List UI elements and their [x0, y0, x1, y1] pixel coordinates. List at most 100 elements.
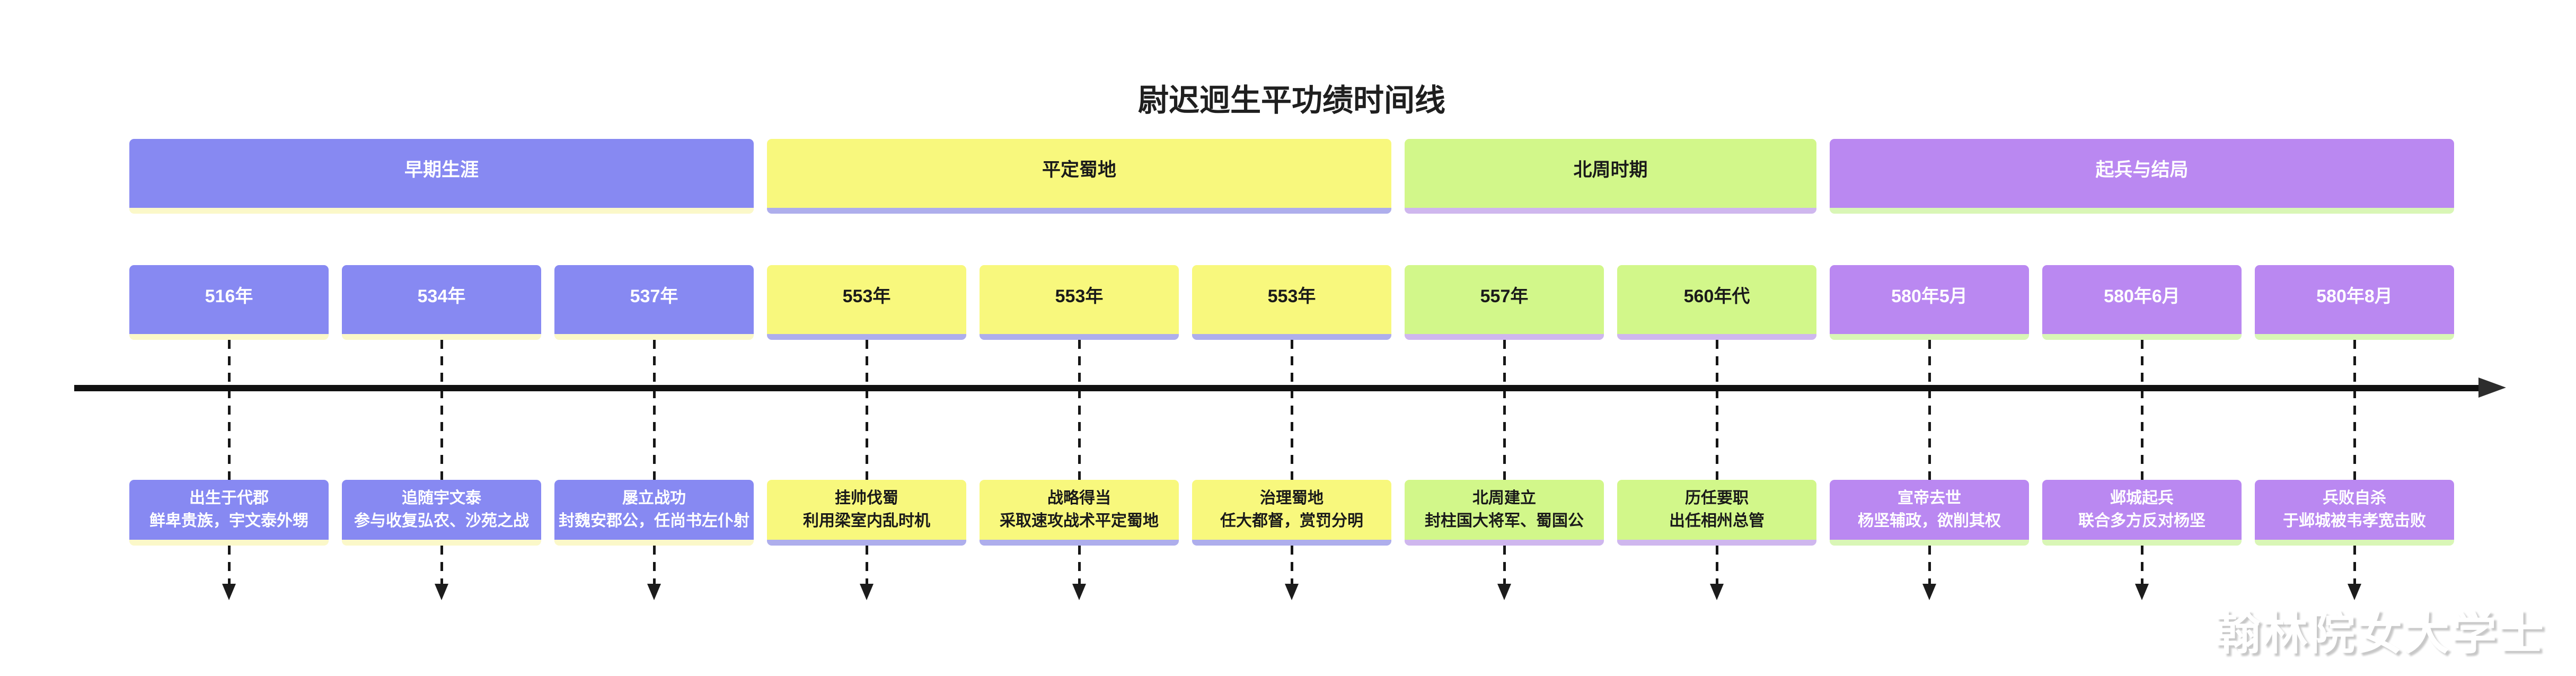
event-box: 北周建立 封柱国大将军、蜀国公	[1405, 480, 1604, 546]
year-row: 516年 534年 537年 553年 553年 553年 557年 560年代…	[129, 265, 2454, 340]
year-box: 580年6月	[2042, 265, 2242, 340]
year-label: 557年	[1480, 286, 1529, 306]
event-title: 挂帅伐蜀	[835, 489, 898, 507]
page-title: 尉迟迥生平功绩时间线	[1137, 83, 1445, 118]
event-box: 挂帅伐蜀 利用梁室内乱时机	[767, 480, 966, 546]
event-title: 屡立战功	[622, 489, 686, 507]
year-label: 537年	[630, 286, 678, 306]
year-label: 580年8月	[2316, 286, 2393, 306]
dashed-connector	[865, 546, 868, 584]
down-arrowhead-icon	[2348, 584, 2361, 600]
down-arrowhead-icon	[222, 584, 236, 600]
down-arrowhead-icon	[1285, 584, 1299, 600]
event-title: 历任要职	[1685, 489, 1749, 507]
dashed-connector	[1078, 340, 1081, 480]
event-detail: 于邺城被韦孝宽击败	[2283, 512, 2426, 530]
event-box: 历任要职 出任相州总管	[1617, 480, 1816, 546]
event-detail: 鲜卑贵族，宇文泰外甥	[149, 512, 308, 530]
dashed-connector	[440, 546, 443, 584]
down-arrowhead-icon	[860, 584, 874, 600]
year-label: 560年代	[1683, 286, 1750, 306]
dashed-connector	[2353, 340, 2356, 480]
section-header-early-career: 早期生涯	[129, 139, 754, 214]
event-detail: 杨坚辅政，欲削其权	[1858, 512, 2001, 530]
event-box: 屡立战功 封魏安郡公，任尚书左仆射	[554, 480, 754, 546]
event-detail: 采取速攻战术平定蜀地	[1000, 512, 1159, 530]
section-header-label: 平定蜀地	[1042, 159, 1116, 180]
dashed-connector	[227, 340, 231, 480]
event-box: 出生于代郡 鲜卑贵族，宇文泰外甥	[129, 480, 329, 546]
year-box: 553年	[767, 265, 966, 340]
year-box: 516年	[129, 265, 329, 340]
event-box: 邺城起兵 联合多方反对杨坚	[2042, 480, 2242, 546]
year-box: 580年8月	[2255, 265, 2454, 340]
dashed-connector	[1078, 546, 1081, 584]
section-header-pacify-shu: 平定蜀地	[767, 139, 1391, 214]
connector-row-bottom	[129, 546, 2454, 604]
down-arrowhead-icon	[2135, 584, 2149, 600]
year-label: 553年	[842, 286, 891, 306]
year-box: 553年	[1192, 265, 1391, 340]
event-detail: 任大都督，赏罚分明	[1220, 512, 1363, 530]
event-box: 兵败自杀 于邺城被韦孝宽击败	[2255, 480, 2454, 546]
down-arrowhead-icon	[1497, 584, 1511, 600]
event-detail: 封魏安郡公，任尚书左仆射	[559, 512, 749, 530]
dashed-connector	[2140, 546, 2143, 584]
event-detail: 封柱国大将军、蜀国公	[1425, 512, 1584, 530]
event-box: 战略得当 采取速攻战术平定蜀地	[980, 480, 1179, 546]
event-title: 北周建立	[1472, 489, 1536, 507]
dashed-connector	[1503, 340, 1506, 480]
year-label: 534年	[417, 286, 466, 306]
dashed-connector	[652, 546, 656, 584]
dashed-connector	[227, 546, 231, 584]
dashed-connector	[1715, 546, 1718, 584]
year-box: 534年	[342, 265, 541, 340]
event-title: 出生于代郡	[189, 489, 269, 507]
event-detail: 参与收复弘农、沙苑之战	[354, 512, 529, 530]
down-arrowhead-icon	[1922, 584, 1936, 600]
dashed-connector	[865, 340, 868, 480]
dashed-connector	[1715, 340, 1718, 480]
event-box: 追随宇文泰 参与收复弘农、沙苑之战	[342, 480, 541, 546]
dashed-connector	[1928, 546, 1931, 584]
year-label: 516年	[205, 286, 253, 306]
event-row: 出生于代郡 鲜卑贵族，宇文泰外甥 追随宇文泰 参与收复弘农、沙苑之战 屡立战功 …	[129, 480, 2454, 546]
year-label: 553年	[1055, 286, 1104, 306]
year-box: 580年5月	[1830, 265, 2029, 340]
year-label: 580年5月	[1891, 286, 1968, 306]
year-label: 553年	[1267, 286, 1316, 306]
section-header-uprising-end: 起兵与结局	[1830, 139, 2454, 214]
event-box: 宣帝去世 杨坚辅政，欲削其权	[1830, 480, 2029, 546]
section-header-northern-zhou: 北周时期	[1405, 139, 1816, 214]
dashed-connector	[1290, 340, 1293, 480]
event-box: 治理蜀地 任大都督，赏罚分明	[1192, 480, 1391, 546]
event-detail: 出任相州总管	[1669, 512, 1765, 530]
down-arrowhead-icon	[1710, 584, 1724, 600]
section-header-row: 早期生涯 平定蜀地 北周时期 起兵与结局	[129, 139, 2454, 214]
section-header-label: 北周时期	[1573, 159, 1648, 180]
event-title: 追随宇文泰	[402, 489, 481, 507]
event-title: 兵败自杀	[2323, 489, 2386, 507]
event-title: 宣帝去世	[1898, 489, 1961, 507]
event-title: 战略得当	[1047, 489, 1111, 507]
dashed-connector	[1503, 546, 1506, 584]
timeline-axis	[74, 385, 2481, 391]
dashed-connector	[1928, 340, 1931, 480]
year-label: 580年6月	[2104, 286, 2180, 306]
dashed-connector	[652, 340, 656, 480]
connector-row-top	[129, 340, 2454, 480]
event-detail: 利用梁室内乱时机	[803, 512, 930, 530]
year-box: 560年代	[1617, 265, 1816, 340]
section-header-label: 早期生涯	[404, 159, 479, 180]
year-box: 537年	[554, 265, 754, 340]
dashed-connector	[440, 340, 443, 480]
down-arrowhead-icon	[1072, 584, 1086, 600]
dashed-connector	[2353, 546, 2356, 584]
down-arrowhead-icon	[647, 584, 661, 600]
event-detail: 联合多方反对杨坚	[2078, 512, 2206, 530]
dashed-connector	[2140, 340, 2143, 480]
down-arrowhead-icon	[435, 584, 448, 600]
year-box: 553年	[980, 265, 1179, 340]
event-title: 邺城起兵	[2110, 489, 2174, 507]
